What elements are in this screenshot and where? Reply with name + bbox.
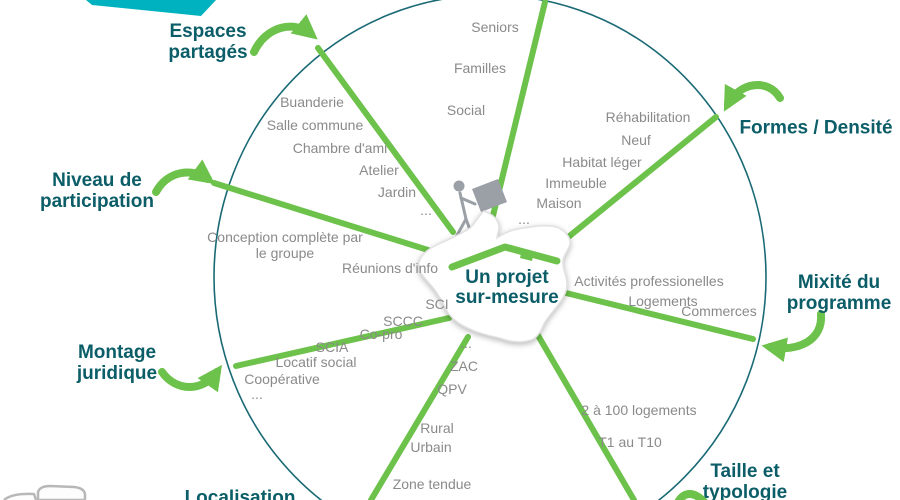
curved-arrow-formes-icon xyxy=(723,81,784,112)
spoke-item-label: Co-pro xyxy=(359,326,403,342)
spoke-item-label: Seniors xyxy=(471,19,519,35)
spoke-item-label: Maison xyxy=(536,195,582,211)
curved-arrow-niveau-icon xyxy=(152,159,216,196)
spoke-item-label: 2 à 100 logements xyxy=(581,402,697,418)
wheel-circle xyxy=(213,0,767,500)
center-title: Un projet sur-mesure xyxy=(455,267,559,308)
spoke-montage-juridique xyxy=(233,315,452,369)
spoke-item-label: Réhabilitation xyxy=(605,109,691,125)
curved-arrow-mixite-icon xyxy=(761,310,826,362)
category-montage-juridique: Montage juridique xyxy=(76,342,158,384)
spoke-item-label: Jardin xyxy=(377,184,417,200)
spoke-item-label: Activités professionelles xyxy=(574,273,724,289)
spoke-item-label: Locatif social xyxy=(275,354,357,370)
spoke-item-label: Logements xyxy=(628,293,698,309)
spoke-item-label: Neuf xyxy=(621,132,651,148)
spoke-localisation xyxy=(368,334,471,500)
category-localisation: Localisation xyxy=(184,487,296,500)
spoke-item-label: Habitat léger xyxy=(562,154,642,170)
spoke-item-label: Atelier xyxy=(359,162,399,178)
spoke-item-label: Zone tendue xyxy=(392,476,472,492)
spoke-item-label: Salle commune xyxy=(266,117,364,133)
house-roof-icon xyxy=(448,243,561,271)
spoke-item-label: SCIA xyxy=(315,339,349,355)
spoke-item-label: Réunions d'info xyxy=(341,260,439,276)
spoke-formes-densite xyxy=(558,114,719,246)
spoke-espaces-partages xyxy=(315,45,456,235)
category-niveau-participation: Niveau de participation xyxy=(39,170,154,212)
spoke-item-label: T1 au T10 xyxy=(598,434,662,450)
spoke-item-label: Urbain xyxy=(410,439,452,455)
spoke-item-label: Immeuble xyxy=(545,175,607,191)
category-taille-typologie: Taille et typologie xyxy=(702,461,788,500)
spoke-item-label: ... xyxy=(460,335,472,351)
spoke-taille-typologie xyxy=(533,329,637,500)
spoke-item-label: Coopérative xyxy=(244,371,320,387)
spoke-item-label: Buanderie xyxy=(280,94,344,110)
spoke-item-label: SCI xyxy=(425,296,449,312)
spoke-mixite-programme xyxy=(563,290,756,342)
spoke-item-label: Conception complète par le groupe xyxy=(207,229,363,261)
spoke-item-label: Familles xyxy=(453,60,507,76)
spoke-item-label: Rural xyxy=(420,420,454,436)
spoke-item-label: ... xyxy=(518,211,530,227)
category-mixite-programme: Mixité du programme xyxy=(786,272,892,314)
spoke-item-label: ... xyxy=(251,386,263,402)
curved-arrow-espaces-icon xyxy=(250,14,318,56)
center-blob xyxy=(417,210,571,343)
spoke-item-label: SCCC xyxy=(383,313,423,329)
category-espaces-partages: Espaces partagés xyxy=(168,21,248,63)
box-icon xyxy=(3,484,87,500)
curved-arrow-montage-icon xyxy=(158,364,222,393)
spoke-item-label: QPV xyxy=(437,381,467,397)
spoke-niveau-participation xyxy=(211,180,431,253)
spoke-item-label: ... xyxy=(420,202,432,218)
spoke-item-label: Social xyxy=(446,102,486,118)
ribbon-banner xyxy=(86,0,216,16)
spoke-item-label: Chambre d'ami xyxy=(292,140,388,156)
spoke-item-label: ZAC xyxy=(450,358,478,374)
spoke-item-label: Commerces xyxy=(681,303,757,319)
category-formes-densite: Formes / Densité xyxy=(739,117,893,139)
